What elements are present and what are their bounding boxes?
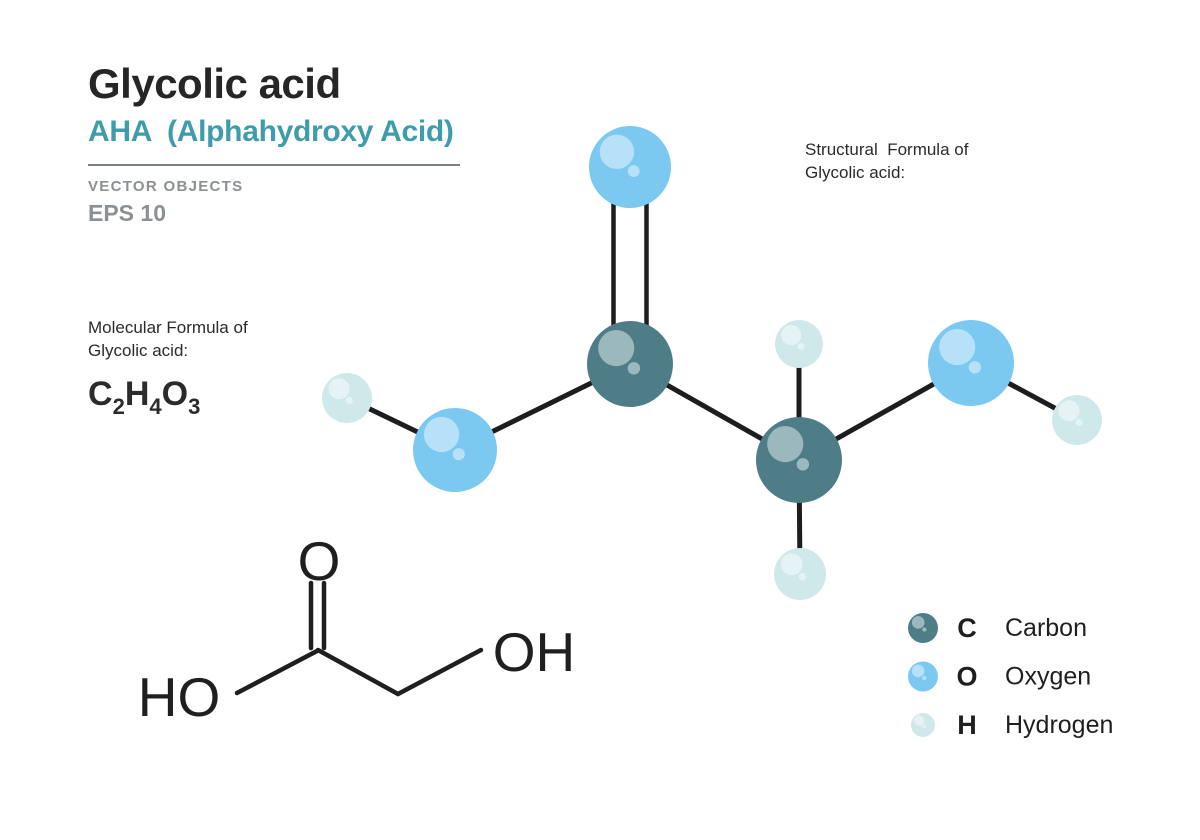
skeletal-bond: [395, 647, 484, 697]
molecular-formula-label-line2: Glycolic acid:: [88, 341, 189, 360]
atom-hydrogen-5: [775, 320, 823, 368]
legend-name-oxygen: Oxygen: [1005, 663, 1091, 691]
eps-label: EPS 10: [88, 200, 166, 227]
atom-carbon-1: [587, 321, 673, 407]
sphere-highlight-dot: [922, 627, 927, 632]
sphere-highlight: [780, 553, 803, 576]
skeletal-label-ho: HO: [138, 666, 221, 728]
skeletal-bond: [315, 647, 401, 697]
sphere-highlight: [911, 664, 925, 678]
formula-subscript: 4: [149, 394, 162, 419]
sphere-highlight: [767, 426, 804, 463]
sphere-highlight: [599, 134, 635, 170]
legend-symbol-oxygen: O: [956, 662, 977, 692]
sphere-highlight: [1058, 400, 1080, 422]
skeletal-label-oh: OH: [493, 621, 576, 683]
molecular-formula-text: C2H4O3: [88, 375, 248, 419]
structural-formula-label-block: Structural Formula of Glycolic acid:: [805, 138, 968, 184]
formula-element-symbol: O: [161, 375, 189, 413]
sphere-highlight: [911, 616, 925, 629]
atom-oxygen-7: [928, 320, 1014, 406]
molecular-formula-block: Molecular Formula of Glycolic acid: C2H4…: [88, 316, 248, 419]
atom-hydrogen-3: [322, 373, 372, 423]
atom-hydrogen-8: [1052, 395, 1102, 445]
atom-carbon-4: [756, 417, 842, 503]
skeletal-label-o: O: [298, 530, 341, 592]
structural-formula-label-line2: Glycolic acid:: [805, 163, 906, 182]
vector-objects-label: VECTOR OBJECTS: [88, 178, 244, 196]
page-subtitle: AHA (Alphahydroxy Acid): [88, 115, 454, 149]
sphere-highlight: [423, 416, 460, 453]
sphere-highlight-dot: [345, 396, 353, 405]
atom-hydrogen-6: [774, 548, 826, 600]
formula-subscript: 3: [188, 394, 201, 419]
legend-sphere-carbon: [908, 613, 938, 643]
sphere-highlight: [914, 715, 925, 726]
structural-formula-label-line1: Structural Formula of: [805, 140, 969, 159]
sphere-highlight-dot: [1075, 418, 1083, 427]
atom-oxygen-2: [413, 408, 497, 492]
page-title: Glycolic acid: [88, 60, 341, 107]
legend-name-carbon: Carbon: [1005, 614, 1087, 642]
legend-sphere-oxygen: [908, 661, 938, 692]
sphere-highlight-dot: [627, 362, 641, 375]
molecular-formula-label-line1: Molecular Formula of: [88, 318, 248, 337]
formula-element-symbol: C: [88, 375, 113, 413]
sphere-highlight-dot: [627, 165, 640, 178]
legend-sphere-hydrogen: [911, 713, 935, 737]
legend-name-hydrogen: Hydrogen: [1005, 711, 1113, 739]
sphere-highlight-dot: [452, 448, 465, 461]
formula-element-symbol: H: [124, 375, 150, 413]
header-block: Glycolic acid AHA (Alphahydroxy Acid) VE…: [88, 60, 508, 227]
sphere-highlight: [939, 329, 976, 366]
sphere-highlight-dot: [796, 458, 810, 471]
sphere-highlight: [781, 325, 802, 346]
sphere-highlight-dot: [968, 361, 982, 374]
skeletal-bond: [234, 648, 320, 696]
atom-oxygen-0: [589, 126, 671, 208]
sphere-highlight-dot: [797, 342, 805, 350]
sphere-highlight: [598, 330, 635, 367]
sphere-highlight: [328, 378, 350, 400]
legend-symbol-carbon: C: [957, 613, 977, 643]
header-divider: [88, 164, 460, 167]
sphere-highlight-dot: [922, 675, 927, 681]
sphere-highlight-dot: [922, 724, 926, 728]
formula-subscript: 2: [112, 394, 125, 419]
sphere-highlight-dot: [798, 572, 807, 581]
legend-symbol-hydrogen: H: [957, 710, 977, 740]
